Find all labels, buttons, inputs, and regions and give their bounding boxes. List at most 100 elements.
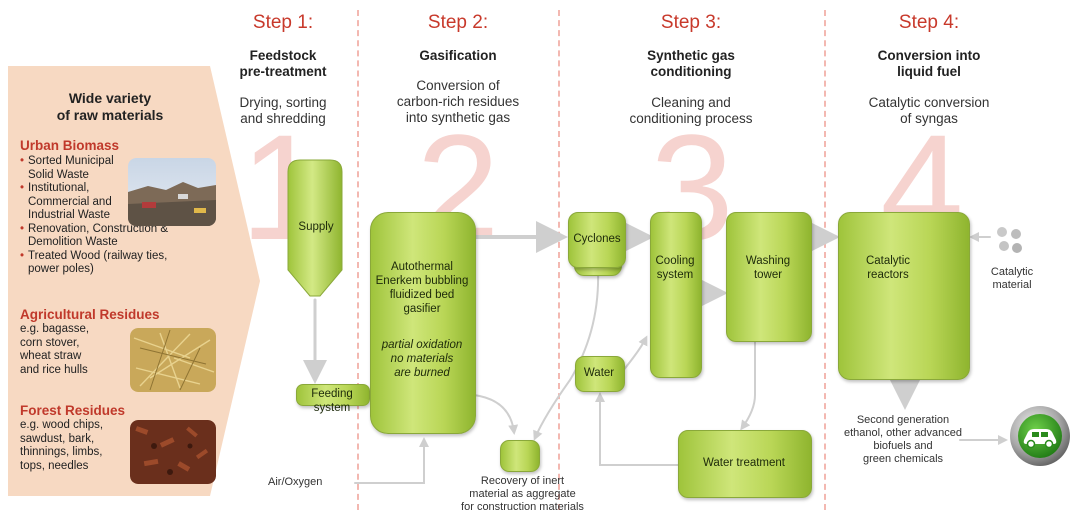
output-line: ethanol, other advanced [843, 427, 963, 439]
step-2-subtitle: Gasification [373, 48, 543, 64]
gasifier-line: gasifier [403, 303, 441, 315]
feeding-system [296, 384, 370, 406]
gasifier-note-line: partial oxidation [381, 339, 463, 351]
gasifier-label: Autothermal Enerkem bubbling fluidized b… [372, 260, 472, 316]
cooling-system [650, 212, 702, 378]
water-treatment [678, 430, 812, 498]
desc-line: conditioning process [629, 111, 753, 126]
desc-line: Catalytic conversion [868, 95, 990, 110]
list-item: Treated Wood (railway ties, power poles) [20, 250, 188, 277]
gasifier-line: Enerkem bubbling [375, 275, 469, 287]
subtitle-line: Conversion into [877, 48, 981, 63]
recovery-line: for construction materials [461, 501, 584, 513]
arrow-water-to-cooling [621, 335, 648, 373]
recovery-label: Recovery of inert material as aggregate … [450, 475, 595, 514]
gasifier-note-line: are burned [394, 367, 450, 379]
cyclones-label: Cyclones [573, 233, 621, 245]
water-label: Water [583, 367, 615, 379]
washing-line: tower [753, 269, 783, 281]
step-2-description: Conversion of carbon-rich residues into … [363, 78, 553, 126]
straw-photo [130, 328, 216, 392]
raw-title-line-1: Wide variety [68, 90, 152, 106]
reactors-label: Catalytic reactors [838, 254, 938, 282]
air-oxygen-label: Air/Oxygen [268, 476, 323, 488]
subtitle-line: pre-treatment [239, 64, 327, 79]
output-line: Second generation [856, 414, 950, 426]
gasifier-line: Autothermal [390, 261, 453, 273]
agricultural-residues-title: Agricultural Residues [20, 307, 160, 322]
urban-biomass-title: Urban Biomass [20, 138, 120, 153]
list-item: Sorted Municipal Solid Waste [20, 155, 128, 182]
step-divider-1 [357, 10, 359, 510]
reactors-line: Catalytic [865, 255, 911, 267]
subtitle-line: conditioning [650, 64, 732, 79]
example-line: e.g. bagasse, [20, 323, 90, 335]
step-3-description: Cleaning and conditioning process [596, 95, 786, 127]
step-1-description: Drying, sorting and shredding [188, 95, 378, 127]
step-1-subtitle: Feedstock pre-treatment [198, 48, 368, 80]
example-line: e.g. wood chips, [20, 419, 104, 431]
water-treatment-label: Water treatment [702, 457, 786, 469]
desc-line: into synthetic gas [405, 110, 511, 125]
gasifier-line: fluidized bed [389, 289, 455, 301]
output-line: biofuels and [873, 440, 933, 452]
subtitle-line: Feedstock [249, 48, 317, 63]
arrow-gasifier-to-recovery [473, 394, 519, 435]
desc-line: of syngas [900, 111, 958, 126]
gasifier-note: partial oxidation no materials are burne… [372, 338, 472, 380]
example-line: thinnings, limbs, [20, 446, 103, 458]
step-4-subtitle: Conversion into liquid fuel [844, 48, 1014, 80]
output-label: Second generation ethanol, other advance… [840, 414, 966, 466]
urban-biomass-list: Sorted Municipal Solid Waste Institution… [20, 155, 180, 277]
gasifier-note-line: no materials [390, 353, 454, 365]
washing-label: Washing tower [726, 254, 810, 282]
arrow-washing-to-treatment [740, 337, 756, 431]
water-tank [575, 356, 625, 392]
cooling-line: Cooling [655, 255, 695, 267]
supply-hopper [287, 159, 343, 297]
catalytic-material-line: Catalytic [990, 266, 1034, 278]
wood-chips-photo [130, 420, 216, 484]
catalytic-material-label: Catalytic material [980, 266, 1044, 292]
washing-line: Washing [745, 255, 791, 267]
desc-line: and shredding [240, 111, 326, 126]
forest-residues-title: Forest Residues [20, 403, 126, 418]
arrow-cyclones-to-recovery [533, 269, 600, 441]
example-line: wheat straw [20, 350, 82, 362]
step-3-title: Step 3: [660, 12, 722, 33]
desc-line: Conversion of [416, 78, 500, 93]
feeding-system-label: Feeding system [311, 388, 353, 414]
arrow-air-to-gasifier [354, 437, 429, 484]
supply-label: Supply [298, 221, 334, 233]
recovery-line: material as aggregate [469, 488, 576, 500]
step-4-title: Step 4: [898, 12, 960, 33]
example-line: and rice hulls [20, 363, 88, 376]
step-1-title: Step 1: [252, 12, 314, 33]
example-line: tops, needles [20, 459, 89, 472]
subtitle-line: Gasification [419, 48, 497, 63]
car-icon [1010, 406, 1070, 466]
urban-waste-photo [128, 158, 216, 226]
example-line: corn stover, [20, 336, 80, 349]
step-2-title: Step 2: [427, 12, 489, 33]
subtitle-line: Synthetic gas [647, 48, 735, 63]
step-divider-3 [824, 10, 826, 510]
desc-line: carbon-rich residues [396, 94, 520, 109]
catalytic-material-line: material [992, 279, 1032, 291]
cyclones-unit [568, 212, 626, 268]
subtitle-line: liquid fuel [897, 64, 961, 79]
list-item: Institutional, Commercial and Industrial… [20, 182, 128, 223]
raw-materials-title: Wide variety of raw materials [10, 90, 210, 124]
step-divider-2 [558, 10, 560, 510]
catalyst-dots-icon [997, 227, 1022, 253]
step-4-description: Catalytic conversion of syngas [834, 95, 1024, 127]
gasifier-vessel [370, 212, 476, 434]
desc-line: Drying, sorting [239, 95, 327, 110]
output-line: green chemicals [862, 453, 944, 465]
step-3-subtitle: Synthetic gas conditioning [606, 48, 776, 80]
example-line: sawdust, bark, [20, 432, 95, 445]
desc-line: Cleaning and [651, 95, 731, 110]
cooling-line: system [656, 269, 694, 281]
